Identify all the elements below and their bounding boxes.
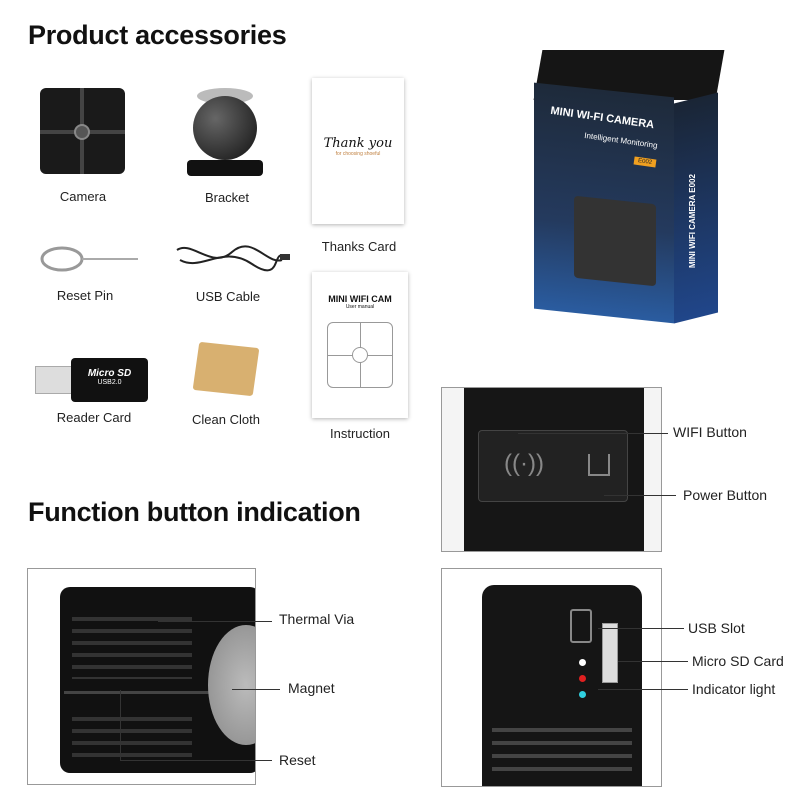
power-button-label: Power Button [683,487,768,503]
usb-slot-label: USB Slot [688,620,745,636]
magnet-label: Magnet [288,680,335,696]
thanks-card-image: Thank you for choosing shoeful [312,78,404,224]
thermal-via-label: Thermal Via [279,611,355,627]
clean-cloth-image [192,341,260,397]
usb-cable-label: USB Cable [195,289,261,304]
micro-sd-label: Micro SD Card [692,653,784,669]
indicator-light-label: Indicator light [692,681,776,697]
function-title: Function button indication [28,497,361,527]
side-view-panel [27,568,256,785]
accessories-title: Product accessories [28,20,287,50]
instruction-label: Instruction [330,426,390,441]
reader-card-image: Micro SD USB2.0 [35,358,148,402]
product-box-image: MINI WI-FI CAMERA Intelligent Monitoring… [520,50,725,324]
reset-pin-label: Reset Pin [56,288,114,303]
bracket-image [185,88,265,180]
camera-image [40,88,125,174]
indicator-red [579,675,586,682]
thanks-card-label: Thanks Card [321,239,397,254]
indicator-white [579,659,586,666]
reset-label: Reset [279,752,316,768]
instruction-image: MINI WIFI CAM User manual [312,272,408,418]
bracket-label: Bracket [204,190,250,205]
top-view-panel [441,568,662,787]
camera-label: Camera [59,189,107,204]
reader-brand: Micro SD [87,368,132,379]
reader-card-label: Reader Card [56,410,132,425]
wifi-button-label: WIFI Button [673,424,747,440]
manual-title: MINI WIFI CAM [328,294,392,304]
indicator-cyan [579,691,586,698]
manual-subtitle: User manual [345,304,375,310]
wifi-power-panel: ((·)) [441,387,662,552]
thanks-subline: for choosing shoeful [335,151,381,157]
box-side-text: MINI WIFI CAMERA E002 [688,174,697,268]
thanks-headline: Thank you [323,136,393,151]
reset-pin-image [40,246,138,272]
clean-cloth-label: Clean Cloth [192,412,260,427]
power-icon [588,454,610,476]
usb-cable-image [176,245,290,272]
reader-usb: USB2.0 [97,379,122,386]
wifi-icon: ((·)) [504,450,544,477]
